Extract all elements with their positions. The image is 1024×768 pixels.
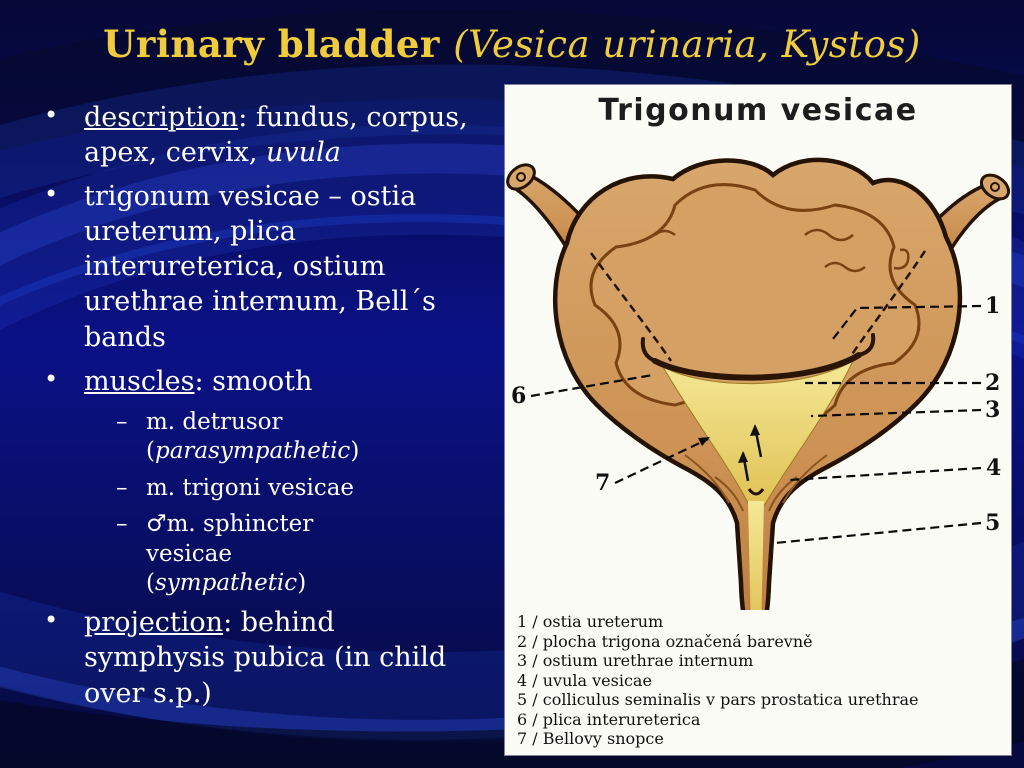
dash-marker: – bbox=[116, 408, 128, 435]
label-2: 2 bbox=[985, 370, 1000, 396]
text-segment: m. detrusor ( bbox=[146, 408, 283, 465]
dash-marker: – bbox=[116, 474, 128, 501]
term: description bbox=[84, 102, 239, 133]
leader-7-arrowhead bbox=[698, 437, 710, 446]
figure-panel: 1 2 3 4 5 6 7 Trigonum vesicae 1 / ostia… bbox=[505, 85, 1011, 755]
intramural-ureter-lines bbox=[589, 250, 927, 362]
text-segment: trigonum vesicae – ostia ureterum, plica… bbox=[84, 181, 436, 353]
figure-title: Trigonum vesicae bbox=[598, 93, 918, 128]
label-7: 7 bbox=[595, 470, 610, 496]
legend-item: 4 / uvula vesicae bbox=[517, 670, 652, 690]
bullet-marker: • bbox=[44, 606, 59, 635]
legend-item: 2 / plocha trigona označená barevně bbox=[517, 631, 813, 651]
plica-interureterica-line bbox=[640, 333, 876, 381]
label-4: 4 bbox=[986, 455, 1001, 481]
legend-item: 5 / colliculus seminalis v pars prostati… bbox=[517, 690, 919, 709]
sub-bullet-detrusor: – m. detrusor (parasympathetic) bbox=[116, 408, 496, 467]
leader-line-7 bbox=[614, 438, 709, 484]
text-segment-italic: parasympathetic bbox=[154, 438, 351, 465]
leader-line-3 bbox=[810, 408, 982, 418]
term: muscles bbox=[84, 365, 195, 397]
sub-bullet-trigoni: – m. trigoni vesicae bbox=[116, 474, 496, 503]
text-segment: m. trigoni vesicae bbox=[146, 474, 355, 501]
bullet-text: muscles: smooth bbox=[84, 364, 312, 399]
bullet-text: description: fundus, corpus, apex, cervi… bbox=[84, 100, 484, 170]
bladder-diagram: 1 2 3 4 5 6 7 bbox=[506, 157, 1011, 610]
label-5: 5 bbox=[985, 510, 1000, 536]
bullet-list: • description: fundus, corpus, apex, cer… bbox=[36, 100, 496, 720]
label-1: 1 bbox=[985, 293, 1000, 319]
leader-line-4 bbox=[788, 466, 982, 482]
bullet-text: m. trigoni vesicae bbox=[146, 474, 354, 503]
label-3: 3 bbox=[985, 397, 1000, 423]
bullet-item-muscles: • muscles: smooth bbox=[36, 364, 496, 399]
legend-item: 6 / plica interureterica bbox=[517, 709, 701, 729]
page-title: Urinary bladder (Vesica urinaria, Kystos… bbox=[0, 22, 1024, 66]
bullet-marker: • bbox=[44, 364, 59, 393]
leader-line-6 bbox=[530, 373, 654, 398]
figure-legend: 1 / ostia ureterum 2 / plocha trigona oz… bbox=[517, 612, 1005, 749]
bullet-marker: • bbox=[44, 101, 59, 129]
text-segment: : fundus, corpus, apex, cervix, bbox=[84, 102, 468, 169]
label-6: 6 bbox=[511, 383, 526, 409]
urethra-channel bbox=[748, 501, 764, 610]
bullet-item-projection: • projection: behind symphysis pubica (i… bbox=[36, 605, 496, 710]
bullet-text: projection: behind symphysis pubica (in … bbox=[84, 605, 484, 710]
text-segment-italic: uvula bbox=[266, 137, 341, 169]
legend-item: 1 / ostia ureterum bbox=[517, 612, 664, 631]
text-segment: : behind symphysis pubica (in child over… bbox=[84, 607, 447, 709]
text-segment: ♂m. sphincter vesicae ( bbox=[146, 511, 314, 596]
bullet-text: trigonum vesicae – ostia ureterum, plica… bbox=[84, 179, 484, 354]
internal-orifice-mark bbox=[747, 488, 765, 496]
title-latin: (Vesica urinaria, Kystos) bbox=[453, 23, 921, 66]
bullet-item-description: • description: fundus, corpus, apex, cer… bbox=[36, 100, 496, 170]
legend-item: 7 / Bellovy snopce bbox=[517, 729, 664, 748]
fold-squiggles bbox=[654, 228, 910, 273]
bullet-text: m. detrusor (parasympathetic) bbox=[146, 408, 396, 467]
text-segment-italic: sympathetic bbox=[154, 569, 298, 596]
direction-arrows bbox=[738, 424, 763, 482]
title-main: Urinary bladder bbox=[103, 22, 454, 66]
dash-marker: – bbox=[116, 511, 128, 538]
legend-item: 3 / ostium urethrae internum bbox=[517, 651, 754, 670]
text-segment: ) bbox=[350, 438, 360, 465]
term: projection bbox=[84, 607, 224, 639]
bullet-item-trigonum: • trigonum vesicae – ostia ureterum, pli… bbox=[36, 179, 496, 354]
bullet-text: ♂m. sphincter vesicae (sympathetic) bbox=[146, 510, 396, 598]
leader-line-5 bbox=[774, 521, 982, 545]
bullet-marker: • bbox=[44, 180, 59, 209]
sub-bullet-sphincter: – ♂m. sphincter vesicae (sympathetic) bbox=[116, 510, 496, 598]
text-segment: : smooth bbox=[194, 365, 313, 397]
text-segment: ) bbox=[297, 569, 307, 596]
